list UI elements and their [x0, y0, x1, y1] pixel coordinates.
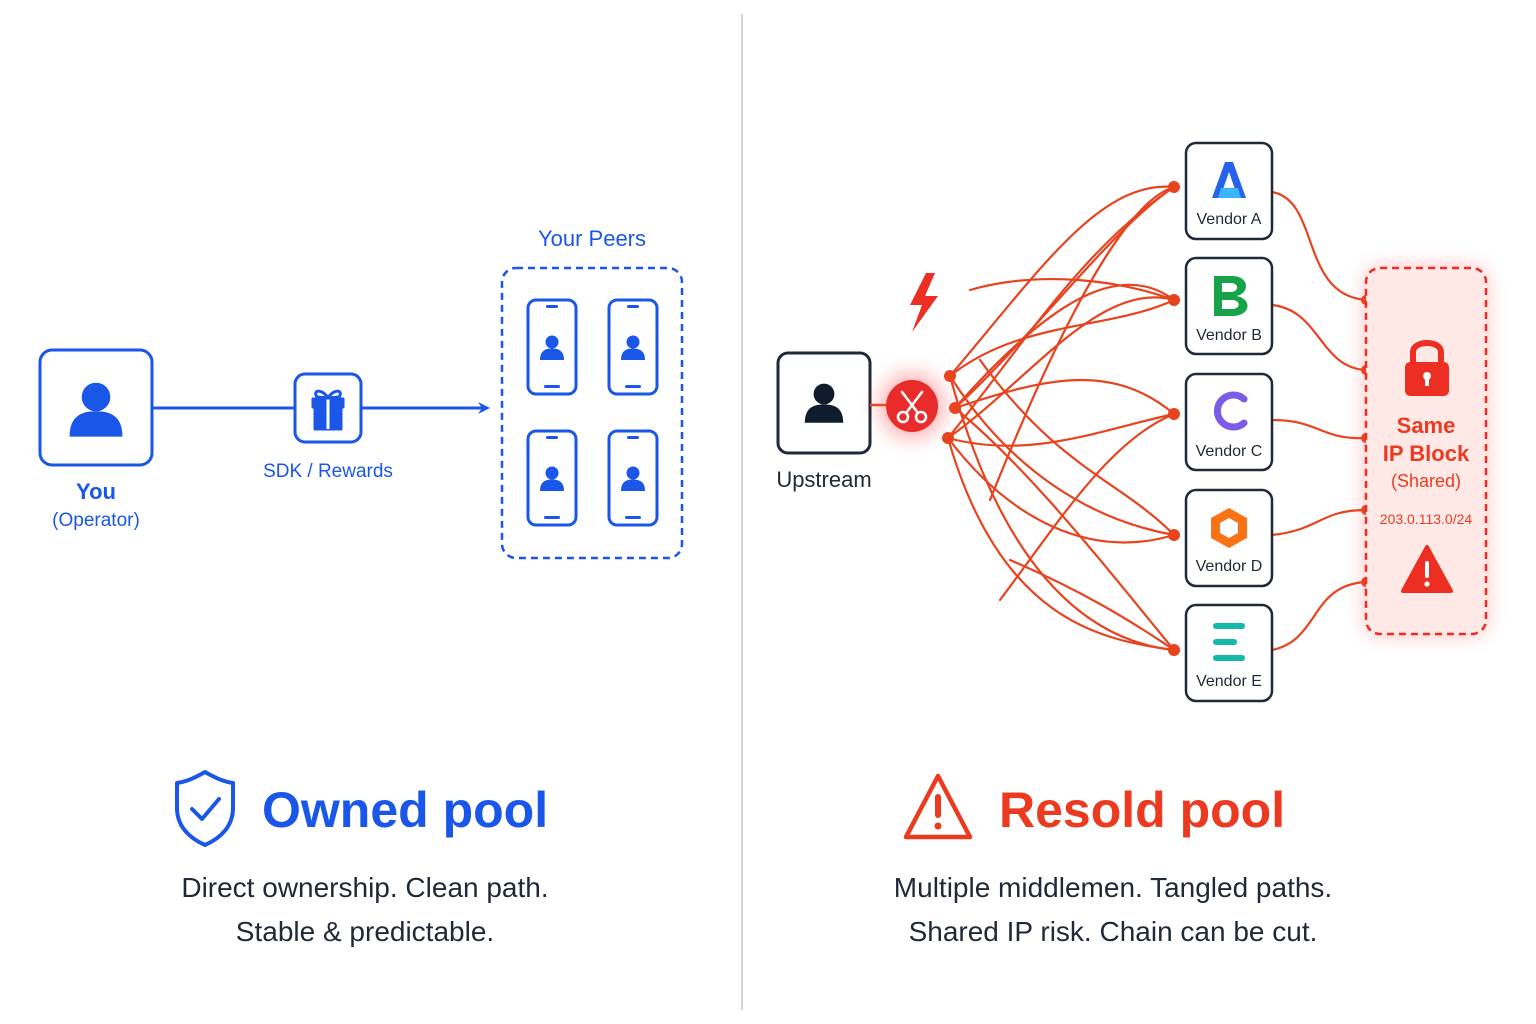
vendor-a-label: Vendor A: [1196, 211, 1262, 228]
ip-block-title: Same IP Block: [1366, 412, 1486, 468]
ip-block-sublabel: (Shared): [1390, 471, 1462, 491]
vendor-b-node: [1184, 256, 1274, 356]
three-bars-logo: [1213, 623, 1245, 661]
panel-divider: [741, 14, 743, 1010]
vendor-e-node: [1184, 603, 1274, 703]
peer-phone: [526, 298, 578, 396]
resold-caption-line1: Multiple middlemen. Tangled paths.: [893, 872, 1333, 903]
owned-pool-heading: Owned pool: [262, 782, 549, 838]
peers-group: [500, 266, 684, 560]
gift-node: [293, 372, 363, 444]
gift-icon: [311, 389, 345, 431]
vendor-c-node: [1184, 372, 1274, 472]
resold-caption: Multiple middlemen. Tangled paths. Share…: [840, 866, 1386, 954]
vendor-d-node: [1184, 488, 1274, 588]
peers-title: Your Peers: [537, 226, 647, 251]
vendor-c-label: Vendor C: [1195, 443, 1263, 460]
letter-a-logo: [1212, 162, 1246, 198]
tangled-paths: [946, 185, 1176, 652]
peer-phone: [526, 429, 578, 527]
vendor-a-node: [1184, 141, 1274, 241]
lock-icon: [1405, 340, 1449, 396]
upstream-node: [776, 351, 872, 455]
letter-b-logo: [1214, 276, 1248, 316]
ip-block-title-line2: IP Block: [1382, 441, 1470, 466]
owned-caption-line1: Direct ownership. Clean path.: [181, 872, 549, 903]
owned-caption: Direct ownership. Clean path. Stable & p…: [140, 866, 590, 954]
scissors-icon: [896, 390, 928, 424]
cut-point: [880, 374, 944, 438]
operator-node: [38, 348, 154, 467]
warning-triangle-icon: [903, 773, 973, 840]
shared-ip-block: [1364, 266, 1488, 636]
upstream-label: Upstream: [776, 467, 872, 492]
ip-block-cidr: 203.0.113.0/24: [1379, 511, 1473, 527]
vendor-e-label: Vendor E: [1196, 673, 1262, 690]
vendor-b-label: Vendor B: [1196, 327, 1262, 344]
vendor-d-label: Vendor D: [1195, 558, 1263, 575]
sdk-rewards-label: SDK / Rewards: [263, 461, 393, 482]
letter-c-logo: [1213, 391, 1248, 431]
operator-label: You: [76, 479, 116, 504]
resold-caption-line2: Shared IP risk. Chain can be cut.: [908, 916, 1318, 947]
resold-pool-heading: Resold pool: [999, 782, 1286, 838]
vendor-to-block-paths: [1270, 190, 1368, 652]
ip-block-title-line1: Same: [1396, 413, 1456, 438]
warning-icon: [1401, 545, 1453, 593]
shield-check-icon: [175, 770, 235, 847]
peer-phone: [607, 298, 659, 396]
lightning-icon: [910, 273, 938, 332]
peer-phone: [607, 429, 659, 527]
hexagon-logo: [1211, 508, 1247, 548]
owned-caption-line2: Stable & predictable.: [235, 916, 495, 947]
operator-sublabel: (Operator): [52, 510, 140, 531]
